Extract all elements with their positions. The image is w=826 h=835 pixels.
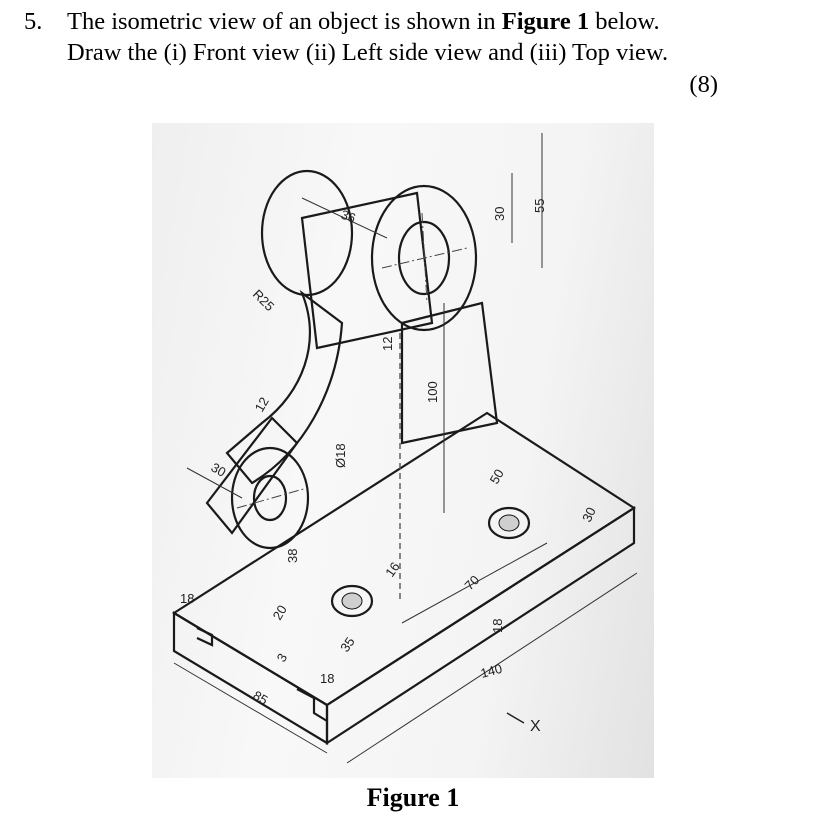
dim-35: 35: [337, 634, 358, 654]
dim-30-top: 30: [492, 207, 507, 221]
question-text-pre: The isometric view of an object is shown…: [67, 8, 502, 35]
dim-3: 3: [274, 651, 291, 665]
dim-38: 38: [285, 549, 300, 563]
base-hole-left: [330, 584, 374, 618]
view-direction-arrow: [506, 712, 525, 724]
isometric-drawing: 36 30 55 R25 12 100 30 12 Ø18 38 20 18 3…: [171, 133, 638, 764]
base-slot: [296, 688, 328, 722]
dim-12-web: 12: [380, 337, 395, 351]
dim-line-85: [173, 662, 328, 754]
dim-100: 100: [425, 381, 440, 403]
web-rib: [400, 301, 499, 445]
upper-boss-center-v: [421, 212, 428, 304]
dim-18-left: 18: [180, 591, 194, 606]
isometric-figure-photo: 36 30 55 R25 12 100 30 12 Ø18 38 20 18 3…: [152, 123, 654, 778]
base-left-face: [172, 611, 329, 745]
upper-boss-body: [300, 191, 434, 350]
dim-18-base: 18: [490, 619, 505, 633]
upper-boss-front: [370, 184, 478, 332]
curved-arm: [225, 289, 344, 485]
dim-55: 55: [532, 199, 547, 213]
dim-30-base: 30: [579, 505, 599, 524]
upper-boss-hole: [397, 220, 451, 296]
dim-70: 70: [462, 572, 483, 593]
dim-140: 140: [479, 661, 504, 681]
question-text-line-2: Draw the (i) Front view (ii) Left side v…: [67, 39, 669, 66]
dim-18-slot: 18: [320, 671, 334, 686]
question-number: 5.: [24, 8, 43, 35]
lower-boss-center-h: [236, 487, 308, 509]
figure-caption: Figure 1: [366, 783, 460, 812]
marks-label: (8): [689, 71, 718, 98]
base-hole-right: [487, 506, 531, 540]
dim-12-arm: 12: [252, 394, 272, 414]
dim-dia18: Ø18: [333, 443, 348, 468]
dim-85: 85: [251, 688, 271, 708]
dim-20: 20: [270, 602, 290, 622]
figure-reference: Figure 1: [501, 8, 590, 35]
view-direction-x: X: [530, 718, 541, 735]
base-hole-left-inner: [341, 592, 363, 610]
dim-30-lower: 30: [209, 460, 229, 480]
base-hole-right-inner: [498, 514, 520, 532]
lower-boss-hole: [252, 474, 288, 522]
upper-boss-top: [260, 169, 354, 297]
dim-50: 50: [487, 466, 507, 486]
dim-36: 36: [339, 207, 358, 226]
dim-16: 16: [382, 559, 403, 579]
lower-boss-body: [205, 416, 299, 535]
dim-r25: R25: [250, 287, 277, 314]
question-text-post: below.: [589, 8, 660, 35]
dim-line-36: [301, 197, 388, 239]
dim-line-30b: [186, 467, 243, 499]
base-front-face: [325, 505, 636, 746]
dim-line-70: [401, 542, 548, 624]
dim-line-140: [346, 572, 638, 764]
question-text-line-1: The isometric view of an object is shown…: [67, 7, 660, 37]
base-notch: [196, 627, 214, 647]
lower-boss-front: [230, 446, 310, 550]
